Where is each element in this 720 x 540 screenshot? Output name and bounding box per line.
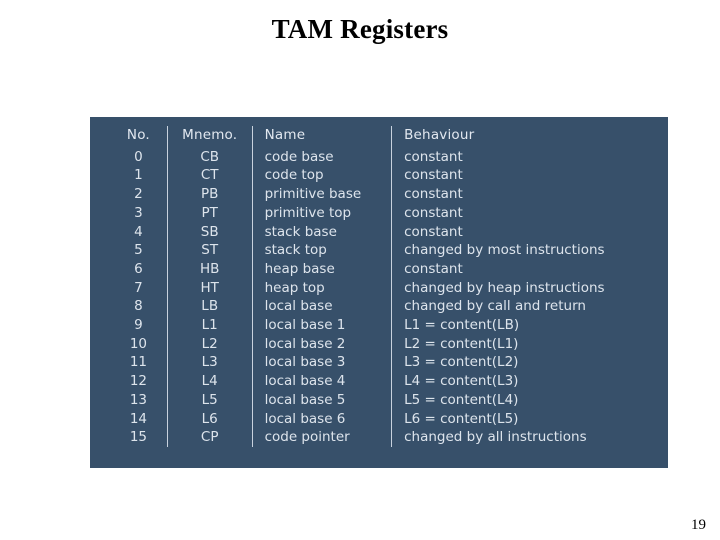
cell-register-mnemonic: CT [166, 166, 253, 186]
cell-register-behaviour: changed by most instructions [391, 241, 660, 260]
column-header-name: Name [251, 126, 392, 148]
cell-register-name: local base [251, 297, 392, 317]
page-number: 19 [691, 517, 706, 533]
cell-register-no: 15 [129, 429, 147, 446]
table-header: No. Mnemo. Name Behaviour [110, 126, 660, 148]
cell-register-name: local base 2 [251, 334, 392, 354]
cell-register-no: 5 [134, 242, 143, 259]
cell-register-no: 3 [134, 204, 143, 221]
cell-register-name: local base 4 [251, 372, 392, 391]
cell-register-mnemonic: SB [166, 222, 253, 242]
cell-register-no: 9 [134, 317, 143, 334]
cell-register-no: 0 [134, 148, 143, 165]
cell-register-behaviour: constant [391, 185, 660, 204]
cell-register-behaviour: changed by heap instructions [391, 278, 660, 298]
cell-register-no: 8 [134, 298, 143, 315]
cell-register-behaviour: constant [391, 222, 660, 242]
cell-register-name: local base 5 [251, 390, 392, 410]
cell-register-mnemonic: CP [166, 428, 253, 447]
cell-register-behaviour: L4 = content(L3) [391, 372, 660, 391]
cell-register-mnemonic: HT [166, 278, 253, 298]
cell-register-no: 10 [129, 335, 147, 352]
cell-register-name: local base 3 [251, 353, 392, 373]
cell-register-mnemonic: L5 [166, 390, 253, 410]
cell-register-name: stack top [251, 241, 392, 260]
cell-register-behaviour: changed by all instructions [391, 428, 660, 447]
cell-register-mnemonic: L2 [166, 334, 253, 354]
page-title: TAM Registers [271, 14, 449, 44]
cell-register-name: stack base [251, 222, 392, 242]
cell-register-no: 2 [134, 186, 143, 203]
cell-register-behaviour: L3 = content(L2) [391, 353, 660, 373]
cell-register-no: 1 [134, 167, 143, 184]
cell-register-no: 11 [129, 354, 147, 371]
cell-register-mnemonic: L4 [166, 372, 253, 391]
cell-register-name: code pointer [251, 428, 392, 447]
cell-register-name: code base [251, 147, 392, 167]
column-header-mnemonic: Mnemo. [166, 126, 253, 148]
cell-register-behaviour: constant [391, 147, 660, 167]
cell-register-no: 12 [129, 373, 147, 390]
cell-register-no: 13 [129, 391, 147, 408]
cell-register-mnemonic: HB [166, 259, 253, 279]
cell-register-no: 14 [129, 410, 147, 427]
cell-register-no: 4 [134, 223, 143, 240]
table-header-row: No. Mnemo. Name Behaviour [110, 126, 660, 148]
cell-register-name: heap base [251, 259, 392, 279]
cell-register-mnemonic: PT [166, 203, 253, 223]
cell-register-mnemonic: LB [166, 297, 253, 317]
cell-register-behaviour: L2 = content(L1) [391, 334, 660, 354]
cell-register-name: primitive base [251, 185, 392, 204]
cell-register-mnemonic: L3 [166, 353, 253, 373]
cell-register-name: code top [251, 166, 392, 186]
cell-register-mnemonic: PB [166, 185, 253, 204]
cell-register-mnemonic: L1 [166, 316, 253, 335]
cell-register-mnemonic: CB [166, 147, 253, 167]
cell-register-no: 6 [134, 260, 143, 277]
cell-register-behaviour: constant [391, 259, 660, 279]
column-header-no: No. [126, 127, 150, 143]
cell-register-behaviour: constant [391, 203, 660, 223]
cell-register-name: heap top [251, 278, 392, 298]
cell-register-name: primitive top [251, 203, 392, 223]
cell-register-behaviour: L6 = content(L5) [391, 409, 660, 429]
cell-register-behaviour: L5 = content(L4) [391, 390, 660, 410]
cell-register-behaviour: constant [391, 166, 660, 186]
column-header-behaviour: Behaviour [391, 126, 660, 148]
cell-register-behaviour: changed by call and return [391, 297, 660, 317]
cell-register-mnemonic: L6 [166, 409, 253, 429]
cell-register-no: 7 [134, 279, 143, 296]
cell-register-name: local base 6 [251, 409, 392, 429]
cell-register-name: local base 1 [251, 316, 392, 335]
cell-register-mnemonic: ST [166, 241, 253, 260]
cell-register-behaviour: L1 = content(LB) [391, 316, 660, 335]
